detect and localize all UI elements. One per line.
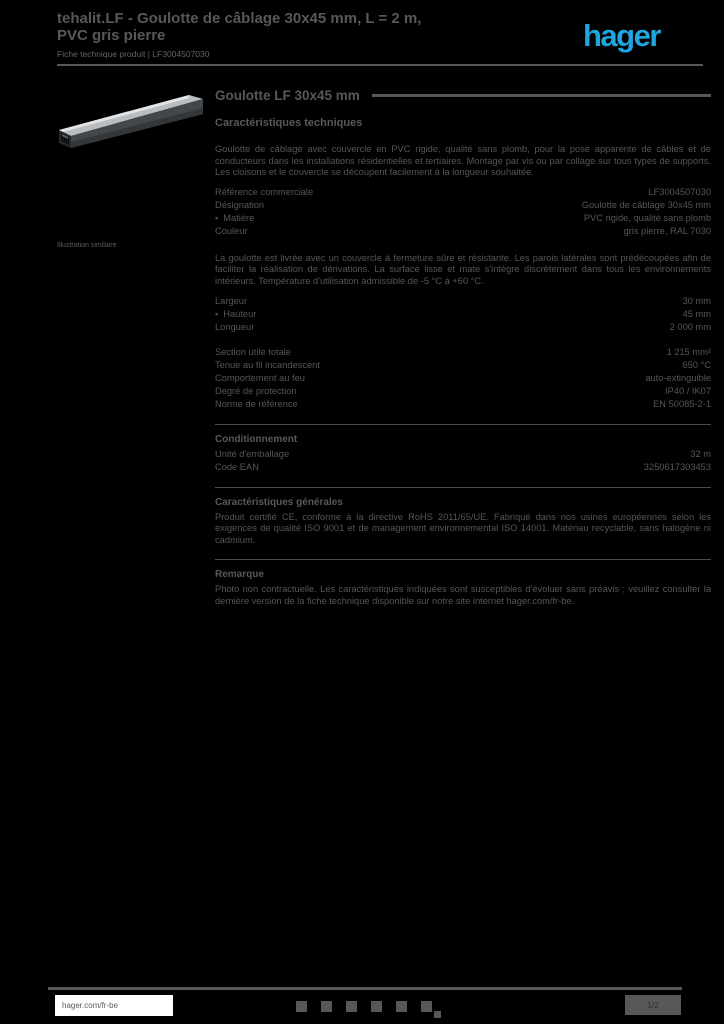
instagram-icon[interactable] — [396, 1001, 407, 1012]
header-divider — [57, 64, 703, 66]
trunking-drawing — [59, 95, 203, 148]
spec-row: Couleur gris pierre, RAL 7030 — [215, 225, 711, 238]
spec-label: Degré de protection — [215, 385, 297, 396]
spec-value: 45 mm — [682, 308, 711, 319]
spec-label: Désignation — [215, 199, 265, 210]
spec-row: Section utile totale 1 215 mm² — [215, 346, 711, 359]
spec-label: Comportement au feu — [215, 372, 305, 383]
page-number: 1/2 — [647, 1000, 659, 1010]
spec-value: 3250617303453 — [643, 461, 711, 472]
spec-row: Code EAN 3250617303453 — [215, 461, 711, 474]
spec-row: Désignation Goulotte de câblage 30x45 mm — [215, 199, 711, 212]
spec-value: LF3004507030 — [648, 186, 711, 197]
spec-value: auto-extinguible — [645, 372, 711, 383]
section-heading: Conditionnement — [215, 433, 298, 445]
product-image — [57, 90, 203, 148]
spec-value: 2 000 mm — [669, 321, 711, 332]
product-title: Goulotte LF 30x45 mm — [215, 88, 360, 103]
description-paragraph: Goulotte de câblage avec couvercle en PV… — [215, 144, 711, 178]
spec-rows-group: Section utile totale 1 215 mm² Tenue au … — [215, 346, 711, 411]
spec-value: EN 50085-2-1 — [653, 398, 711, 409]
spec-label: Tenue au fil incandescent — [215, 359, 320, 370]
spec-label: Référence commerciale — [215, 186, 314, 197]
spec-value: IP40 / IK07 — [665, 385, 711, 396]
spec-label: Unité d'emballage — [215, 448, 290, 459]
spec-section: Remarque Photo non contractuelle. Les ca… — [215, 559, 711, 607]
spec-label: Norme de référence — [215, 398, 298, 409]
spec-rows-group: Largeur 30 mm Hauteur 45 mm Longueur 2 0… — [215, 295, 711, 334]
spec-label: Hauteur — [215, 308, 256, 321]
spec-row: Comportement au feu auto-extinguible — [215, 372, 711, 385]
spec-label: Matière — [215, 212, 254, 225]
section-divider — [215, 423, 711, 425]
section-divider — [215, 559, 711, 561]
pinterest-icon[interactable] — [421, 1001, 432, 1012]
spec-label: Code EAN — [215, 461, 259, 472]
spec-label: Section utile totale — [215, 346, 291, 357]
section-paragraph: Photo non contractuelle. Les caractérist… — [215, 584, 711, 606]
section-paragraph: Produit certifié CE, conforme à la direc… — [215, 511, 711, 545]
spec-row: Largeur 30 mm — [215, 295, 711, 308]
spec-value: Goulotte de câblage 30x45 mm — [581, 199, 711, 210]
description-paragraph: La goulotte est livrée avec un couvercle… — [215, 252, 711, 286]
spec-section: Caractéristiques générales Produit certi… — [215, 486, 711, 547]
footer-footnote-mark — [434, 1011, 441, 1018]
section-heading: Remarque — [215, 569, 264, 581]
spec-value: 32 m — [690, 448, 711, 459]
footer-divider — [48, 987, 682, 990]
footer-social-icons — [296, 1001, 432, 1012]
spec-label: Longueur — [215, 321, 255, 332]
youtube-icon[interactable] — [346, 1001, 357, 1012]
spec-value: 1 215 mm² — [666, 346, 711, 357]
spec-value: gris pierre, RAL 7030 — [623, 225, 711, 236]
spec-row: Unité d'emballage 32 m — [215, 448, 711, 461]
spec-value: 650 °C — [682, 359, 711, 370]
footer-url-link[interactable]: hager.com/fr-be — [55, 995, 173, 1016]
spec-value: 30 mm — [682, 295, 711, 306]
document-title: tehalit.LF - Goulotte de câblage 30x45 m… — [57, 10, 422, 44]
page-number-box: 1/2 — [625, 995, 681, 1015]
linkedin-icon[interactable] — [371, 1001, 382, 1012]
spec-value: PVC rigide, qualité sans plomb — [583, 212, 711, 223]
spec-row: Tenue au fil incandescent 650 °C — [215, 359, 711, 372]
title-divider — [371, 94, 711, 97]
section-heading: Caractéristiques générales — [215, 496, 343, 508]
spec-label: Largeur — [215, 295, 248, 306]
spec-row: Degré de protection IP40 / IK07 — [215, 385, 711, 398]
spec-row: Matière PVC rigide, qualité sans plomb — [215, 212, 711, 225]
spec-rows-group: Référence commerciale LF3004507030 Désig… — [215, 186, 711, 238]
spec-section: Conditionnement Unité d'emballage 32 m C… — [215, 423, 711, 474]
hager-logo: hager — [583, 18, 661, 53]
spec-row: Référence commerciale LF3004507030 — [215, 186, 711, 199]
spec-rows-group: Unité d'emballage 32 m Code EAN 32506173… — [215, 448, 711, 474]
twitter-icon[interactable] — [321, 1001, 332, 1012]
spec-row: Hauteur 45 mm — [215, 308, 711, 321]
spec-label: Couleur — [215, 225, 248, 236]
section-divider — [215, 486, 711, 488]
spec-row: Norme de référence EN 50085-2-1 — [215, 398, 711, 411]
spec-row: Longueur 2 000 mm — [215, 321, 711, 334]
document-subtitle: Fiche technique produit | LF3004507030 — [57, 49, 210, 59]
section-heading-technical: Caractéristiques techniques — [215, 117, 363, 129]
facebook-icon[interactable] — [296, 1001, 307, 1012]
main-content: Goulotte LF 30x45 mm Caractéristiques te… — [215, 88, 711, 608]
image-caption: Illustration similaire — [57, 242, 117, 249]
